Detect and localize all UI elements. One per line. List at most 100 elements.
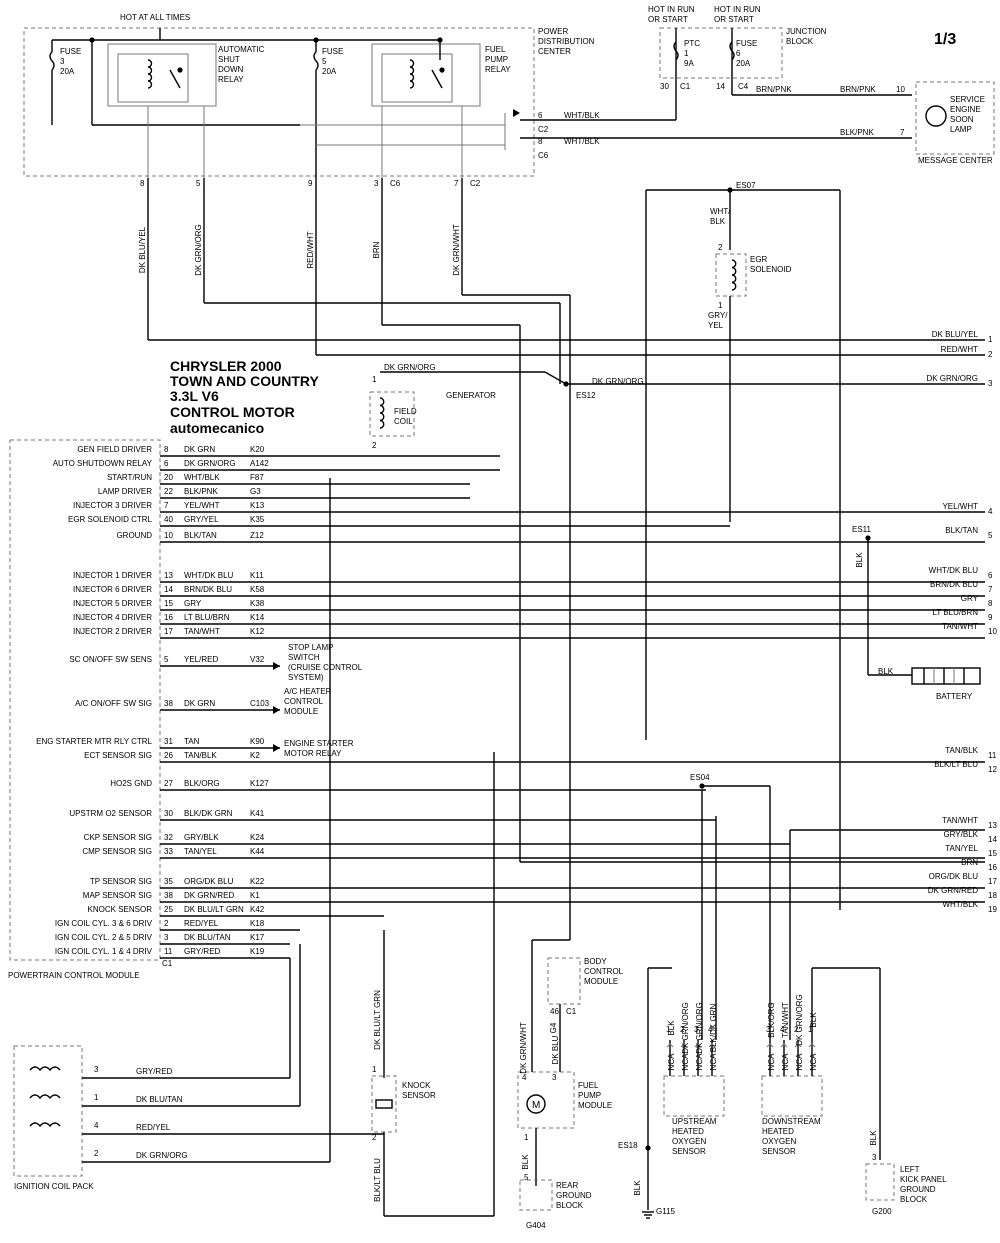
relay-contact — [177, 67, 183, 73]
power-distribution-center-box — [23, 27, 535, 177]
pcm-circuit-id: K18 — [250, 919, 265, 928]
connector-chevron — [680, 1043, 688, 1048]
pcm-wire-color: DK GRN — [184, 699, 215, 708]
dn-o2-nca: NCA — [781, 1053, 790, 1071]
brand-label: automecanico — [170, 420, 264, 436]
pcm-pin-label-19: CKP SENSOR SIG — [84, 833, 152, 842]
up-o2-nca: NCA — [709, 1053, 718, 1071]
right-wire-label-19: WHT/BLK — [942, 900, 978, 909]
egr-solenoid-box — [715, 253, 747, 297]
fuse-3-label-3: 20A — [60, 67, 75, 76]
pcm-pin-label-24: IGN COIL CYL. 3 & 6 DRIV — [55, 919, 153, 928]
fuse-5-label-3: 20A — [322, 67, 337, 76]
pdc-wire-2: DK GRN/ORG — [194, 224, 203, 276]
fuse-5-label-2: 5 — [322, 57, 327, 66]
stop-lamp-switch-label-2: SWITCH — [288, 653, 320, 662]
dn-o2-nca: NCA — [767, 1053, 776, 1071]
pcm-circuit-id: K1 — [250, 891, 260, 900]
fuse-3-label-2: 3 — [60, 57, 65, 66]
pcm-circuit-id: K2 — [250, 751, 260, 760]
coil-winding — [29, 1066, 61, 1072]
pcm-pin-number: 3 — [164, 933, 169, 942]
pcm-pin-number: 10 — [164, 531, 173, 540]
pdc-out-wire: WHT/BLK — [564, 137, 600, 146]
field-coil — [379, 397, 385, 429]
dn-o2-nca: NCA — [795, 1053, 804, 1071]
engine-starter-relay-label-1: ENGINE STARTER — [284, 739, 354, 748]
pcm-pin-label-26: IGN COIL CYL. 1 & 4 DRIV — [55, 947, 153, 956]
pdc-wire-1: DK BLU/YEL — [138, 226, 147, 273]
bcm-g4: G4 — [549, 1022, 558, 1033]
ignition-coil-pack-label: IGNITION COIL PACK — [14, 1182, 94, 1191]
g115-label: G115 — [656, 1207, 676, 1216]
upstream-o2-sensor-label-2: HEATED — [672, 1127, 704, 1136]
right-wire-label-15: TAN/YEL — [945, 844, 978, 853]
pdc-pin-8: 8 — [140, 179, 145, 188]
pcm-pin-number: 14 — [164, 585, 173, 594]
pcm-pin-label-11: INJECTOR 4 DRIVER — [73, 613, 152, 622]
asd-relay-label-4: RELAY — [218, 75, 244, 84]
splice-label: ES07 — [736, 181, 756, 190]
kick-wire: BLK — [869, 1130, 878, 1146]
relay-contact — [439, 67, 445, 73]
knock-wire-top: DK BLU/LT GRN — [373, 990, 382, 1050]
right-wire-label-12: BLK/LT BLU — [934, 760, 978, 769]
pcm-pin-number: 33 — [164, 847, 173, 856]
splice-dot — [313, 37, 319, 43]
pcm-circuit-id: K19 — [250, 947, 265, 956]
up-o2-nca: NCA — [695, 1053, 704, 1071]
pcm-pin-number: 20 — [164, 473, 173, 482]
pcm-circuit-id: K44 — [250, 847, 265, 856]
right-ref-number: 6 — [988, 571, 993, 580]
connector-chevron — [708, 1043, 716, 1048]
pcm-circuit-id: K90 — [250, 737, 265, 746]
pcm-pin-number: 13 — [164, 571, 173, 580]
pdc-pin-3: 3 — [374, 179, 379, 188]
pcm-pin-label-25: IGN COIL CYL. 2 & 5 DRIV — [55, 933, 153, 942]
ptc-symbol — [673, 41, 679, 61]
right-ref-number: 16 — [988, 863, 997, 872]
pdc-conn: C2 — [470, 179, 481, 188]
pcm-circuit-id: K14 — [250, 613, 265, 622]
egr-wire-top-2: BLK — [710, 217, 726, 226]
dn-o2-wire-3: DK GRN/ORG — [795, 994, 804, 1046]
up-o2-pin: 4 — [708, 1025, 713, 1034]
pcm-wire-color: BLK/ORG — [184, 779, 220, 788]
fp-pin: 3 — [552, 1073, 557, 1082]
coil-pack-wire-4: DK GRN/ORG — [136, 1151, 188, 1160]
knock-sensor-element — [375, 1099, 393, 1109]
rear-ground-block-label-2: GROUND — [556, 1191, 592, 1200]
pcm-pin-number: 15 — [164, 599, 173, 608]
up-o2-wire-2: DK GRN/ORG — [681, 1002, 690, 1054]
pcm-wire-color: WHT/DK BLU — [184, 571, 234, 580]
fuel-pump-relay-label-3: RELAY — [485, 65, 511, 74]
right-wire-label-6: WHT/DK BLU — [929, 566, 979, 575]
coil-winding — [29, 1094, 61, 1100]
pcm-circuit-id: K42 — [250, 905, 265, 914]
ptc-label-1: PTC — [684, 39, 700, 48]
egr-wire-top-1: WHT/ — [710, 207, 731, 216]
pdc-wire-3: RED/WHT — [306, 231, 315, 268]
pcm-pin-label-23: KNOCK SENSOR — [88, 905, 153, 914]
fp-ground-wire: BLK — [521, 1154, 530, 1170]
dn-o2-nca: NCA — [809, 1053, 818, 1071]
starter-arrow — [273, 744, 280, 752]
hot-in-run-2-1: HOT IN RUN — [714, 5, 761, 14]
right-ref-number: 7 — [988, 585, 993, 594]
jb-pin: 30 — [660, 82, 669, 91]
pdc-out-pin: 8 — [538, 137, 543, 146]
field-coil-label-2: COIL — [394, 417, 413, 426]
gen-wire-label: DK GRN/ORG — [384, 363, 436, 372]
rear-ground-id: G404 — [526, 1221, 546, 1230]
upstream-o2-sensor-label-3: OXYGEN — [672, 1137, 706, 1146]
knock-sensor-label-1: KNOCK — [402, 1081, 431, 1090]
pdc-name-3: CENTER — [538, 47, 571, 56]
service-engine-soon-lamp-label-1: SERVICE — [950, 95, 985, 104]
fuse-6-label-3: 20A — [736, 59, 751, 68]
diagram-title-line-3: 3.3L V6 — [170, 388, 219, 404]
service-engine-soon-lamp-label-2: ENGINE — [950, 105, 981, 114]
knock-sensor-label-2: SENSOR — [402, 1091, 436, 1100]
dk-grn-org-wire — [544, 371, 567, 385]
fp-pin: 5 — [524, 1173, 529, 1182]
pcm-pin-label-9: INJECTOR 6 DRIVER — [73, 585, 152, 594]
